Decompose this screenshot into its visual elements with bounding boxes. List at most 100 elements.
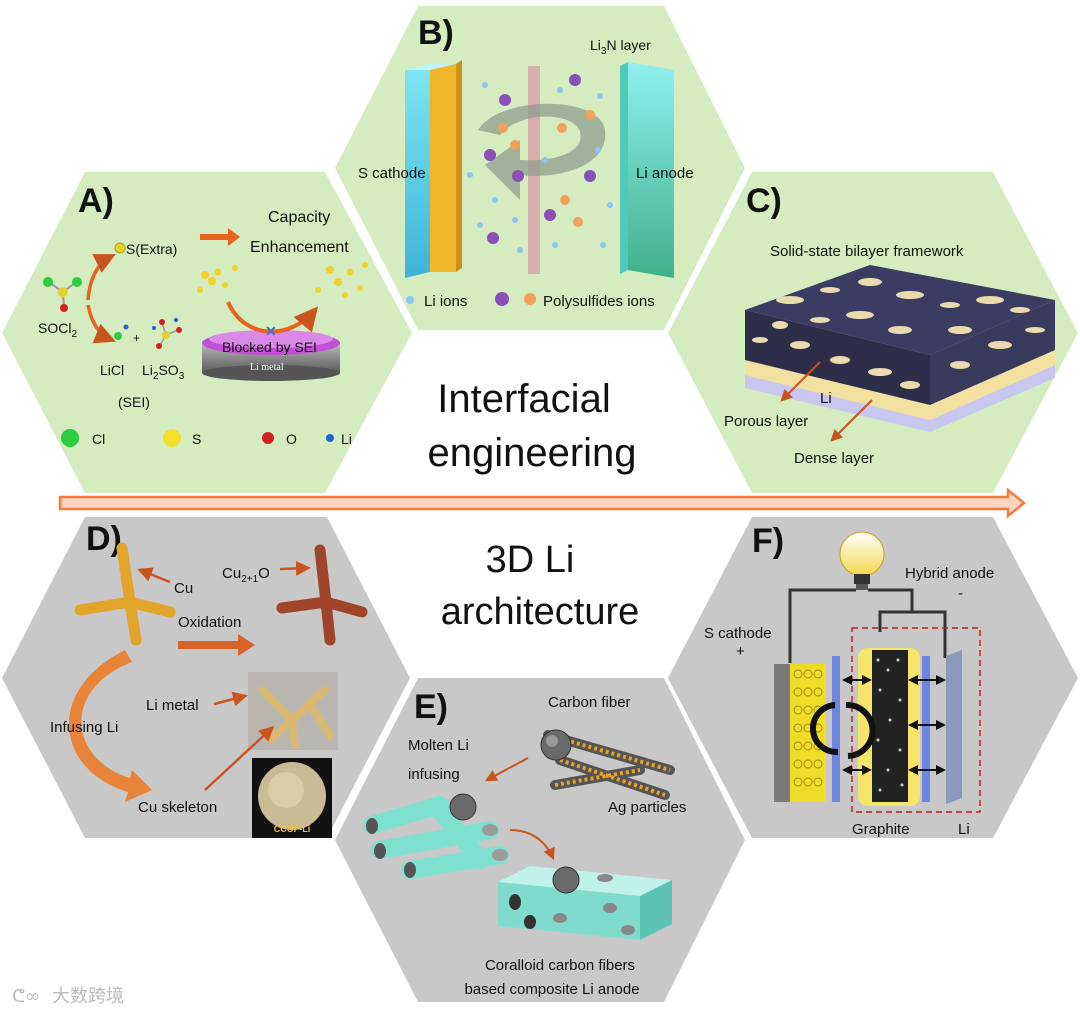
blocked-x-icon: ✕ <box>265 323 277 339</box>
hybrid-anode-text: Hybrid anode <box>905 565 994 582</box>
center-top-title-1: Interfacial <box>437 377 610 421</box>
li-ion-legend-icon <box>406 296 414 304</box>
ccof-li-photo: CCOF-Li <box>252 758 332 838</box>
cu2o-arrow <box>279 560 311 576</box>
legend-cl: Cl <box>92 431 105 447</box>
licl-text: LiCl <box>100 362 124 378</box>
shuttle-arrow <box>478 103 606 200</box>
legend-o: O <box>286 431 297 447</box>
s-cathode-block <box>405 60 462 278</box>
li-metal-text-d: Li metal <box>146 697 199 714</box>
li2so3-molecule-icon <box>152 318 182 349</box>
cu2o-text: Cu2+1O <box>222 565 270 585</box>
molten-arrow <box>484 757 529 782</box>
ion-arrows <box>842 675 946 775</box>
panel-c-label: C) <box>746 182 782 220</box>
watermark-logo-icon: ᕦ∞ <box>12 986 40 1007</box>
watermark: ᕦ∞ 大数跨境 <box>12 986 124 1007</box>
plus-sign-f: + <box>736 643 745 660</box>
li-layer-text: Li <box>820 390 832 407</box>
polysulfide-purple-icon <box>495 292 509 306</box>
legend-li: Li <box>341 431 352 447</box>
panel-e-label: E) <box>414 688 448 726</box>
atom-legend: Cl S O Li <box>61 429 352 447</box>
carbon-fiber-bundle-icon <box>540 729 675 800</box>
ag-particles-text: Ag particles <box>608 799 686 816</box>
panel-d-label: D) <box>86 520 122 558</box>
infusing-text-e: infusing <box>408 766 460 783</box>
panel-b: B) Li3N layer <box>358 14 694 310</box>
oxidation-text: Oxidation <box>178 614 241 631</box>
center-bottom-title-1: 3D Li <box>486 539 575 581</box>
curved-arrow-up <box>86 254 116 301</box>
bilayer-title-text: Solid-state bilayer framework <box>770 243 964 260</box>
s-extra-text: S(Extra) <box>126 241 177 257</box>
panel-f-label: F) <box>752 522 784 560</box>
infusing-arrow <box>69 650 152 802</box>
circuit-wires <box>788 588 947 663</box>
panel-a: A) Capacity Enhancement S(Extra) SOCl2 L… <box>38 182 368 447</box>
deflected-arrow <box>226 301 319 334</box>
cu-branch-icon <box>74 542 176 646</box>
cathode-collector <box>774 664 790 802</box>
li-text-f: Li <box>958 821 970 838</box>
capacity-text: Capacity <box>268 209 330 226</box>
separator-right <box>922 656 930 802</box>
li2so3-text: Li2SO3 <box>142 362 185 382</box>
caption-line2: based composite Li anode <box>464 981 639 998</box>
caption-line1: Coralloid carbon fibers <box>485 957 635 974</box>
s-cathode-text-f: S cathode <box>704 625 772 642</box>
cu-arrow <box>137 567 171 584</box>
graphite-anode <box>858 648 920 806</box>
socl2-text: SOCl2 <box>38 320 77 340</box>
watermark-text: 大数跨境 <box>52 986 124 1007</box>
polysulfide-orange-icon <box>524 293 536 305</box>
sulfur-atom-icon <box>114 242 126 254</box>
panel-e: E) Carbon fiber Molten Li infusing Ag pa… <box>363 688 686 998</box>
fiber-network-icon <box>363 793 509 879</box>
dense-arrow <box>830 399 873 442</box>
licl-molecule-icon <box>114 324 129 340</box>
plus-sign: + <box>133 331 140 345</box>
legend-s: S <box>192 431 201 447</box>
li-metal-text: Li metal <box>250 362 284 373</box>
li-anode-text: Li anode <box>636 165 694 182</box>
center-bottom-title-2: architecture <box>441 591 640 633</box>
panel-a-label: A) <box>78 182 114 220</box>
hex-panel-a <box>2 172 412 493</box>
s-cathode-text: S cathode <box>358 165 426 182</box>
panel-b-label: B) <box>418 14 454 52</box>
molten-li-text: Molten Li <box>408 737 469 754</box>
porous-layer-text: Porous layer <box>724 413 808 430</box>
hybrid-anode-region <box>851 627 981 813</box>
socl2-molecule-icon <box>43 277 82 312</box>
cycle-arrow-icon <box>809 701 876 759</box>
infusing-li-text: Infusing Li <box>50 719 118 736</box>
center-top-title-2: engineering <box>427 431 636 475</box>
sulfur-cathode-layer <box>790 664 826 802</box>
composite-arrow <box>509 829 555 861</box>
cu2o-branch-icon <box>276 544 368 646</box>
light-bulb-icon <box>839 531 885 590</box>
panel-c: C) Solid-state bilayer framework Li <box>724 182 1055 467</box>
li-metal-disk <box>202 330 340 381</box>
enhancement-text: Enhancement <box>250 239 349 256</box>
hex-panel-d <box>2 517 410 838</box>
carbon-fiber-text: Carbon fiber <box>548 694 631 711</box>
li-ions-text: Li ions <box>424 293 467 310</box>
timeline-arrow <box>58 487 1026 519</box>
li-metal-arrow <box>213 691 248 707</box>
sulfur-clusters <box>197 262 368 298</box>
sei-text: (SEI) <box>118 394 150 410</box>
curved-arrow-down <box>86 304 116 344</box>
bilayer-framework-block <box>745 265 1055 432</box>
panel-d: D) Cu Cu2+1O Oxidation Infusing Li Li me… <box>50 520 368 838</box>
graphite-text: Graphite <box>852 821 910 838</box>
porous-arrow <box>780 361 821 402</box>
polysulfides-text: Polysulfides ions <box>543 293 655 310</box>
composite-anode-block <box>498 866 672 940</box>
ccof-li-text: CCOF-Li <box>274 824 311 834</box>
oxidation-arrow <box>178 634 255 656</box>
minus-sign: - <box>958 585 963 602</box>
